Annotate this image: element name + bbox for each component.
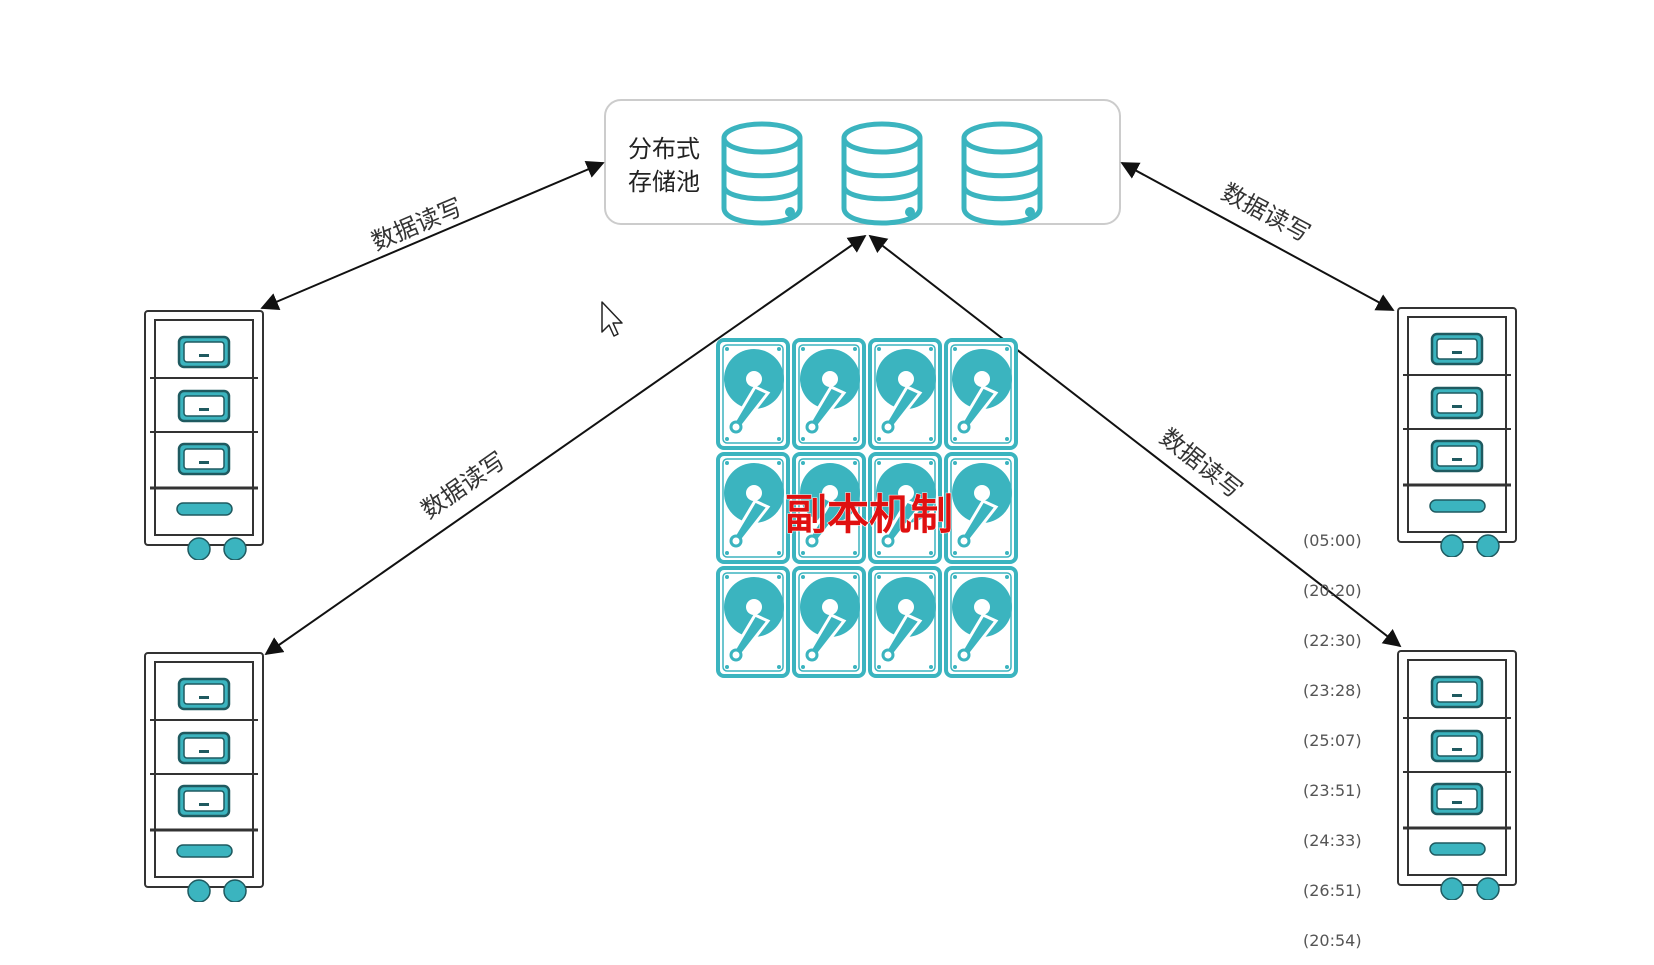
replication-label: 副本机制 [785, 490, 953, 539]
timestamp-item[interactable]: (20:54) [1303, 931, 1362, 950]
hard-disk-icon [868, 338, 942, 450]
hard-disk-icon [792, 338, 866, 450]
server-rack-icon [1397, 307, 1517, 557]
edge-bottom-left [264, 234, 867, 656]
timestamp-item[interactable]: (26:51) [1303, 881, 1362, 900]
hard-disk-icon [716, 452, 790, 564]
edge-label-top-left: 数据读写 [367, 193, 466, 256]
timestamp-item[interactable]: (20:20) [1303, 581, 1362, 600]
hard-disk-icon [716, 566, 790, 678]
server-rack-icon [1397, 650, 1517, 900]
storage-pool-label-line1: 分布式 [628, 135, 700, 163]
edge-top-left [260, 161, 605, 310]
server-rack-icon [144, 652, 264, 902]
hard-disk-icon [944, 338, 1018, 450]
edge-label-bottom-left: 数据读写 [416, 446, 511, 524]
timestamp-item[interactable]: (25:07) [1303, 731, 1362, 750]
edge-bottom-right [868, 234, 1402, 648]
hard-disk-icon [868, 566, 942, 678]
timestamp-item[interactable]: (24:33) [1303, 831, 1362, 850]
storage-pool-label-line2: 存储池 [628, 168, 700, 196]
storage-pool: 分布式 存储池 [604, 99, 1121, 224]
timestamp-item[interactable]: (23:28) [1303, 681, 1362, 700]
hard-disk-icon [944, 452, 1018, 564]
edge-top-right [1120, 162, 1395, 311]
timestamp-item[interactable]: (05:00) [1303, 531, 1362, 550]
hard-disk-icon [716, 338, 790, 450]
hard-disk-icon [944, 566, 1018, 678]
mouse-cursor-icon [601, 301, 623, 337]
timestamp-item[interactable]: (22:30) [1303, 631, 1362, 650]
edge-label-top-right: 数据读写 [1217, 178, 1315, 248]
timestamp-item[interactable]: (23:51) [1303, 781, 1362, 800]
connections [260, 161, 1402, 656]
server-rack-icon [144, 310, 264, 560]
hard-disk-icon [792, 566, 866, 678]
